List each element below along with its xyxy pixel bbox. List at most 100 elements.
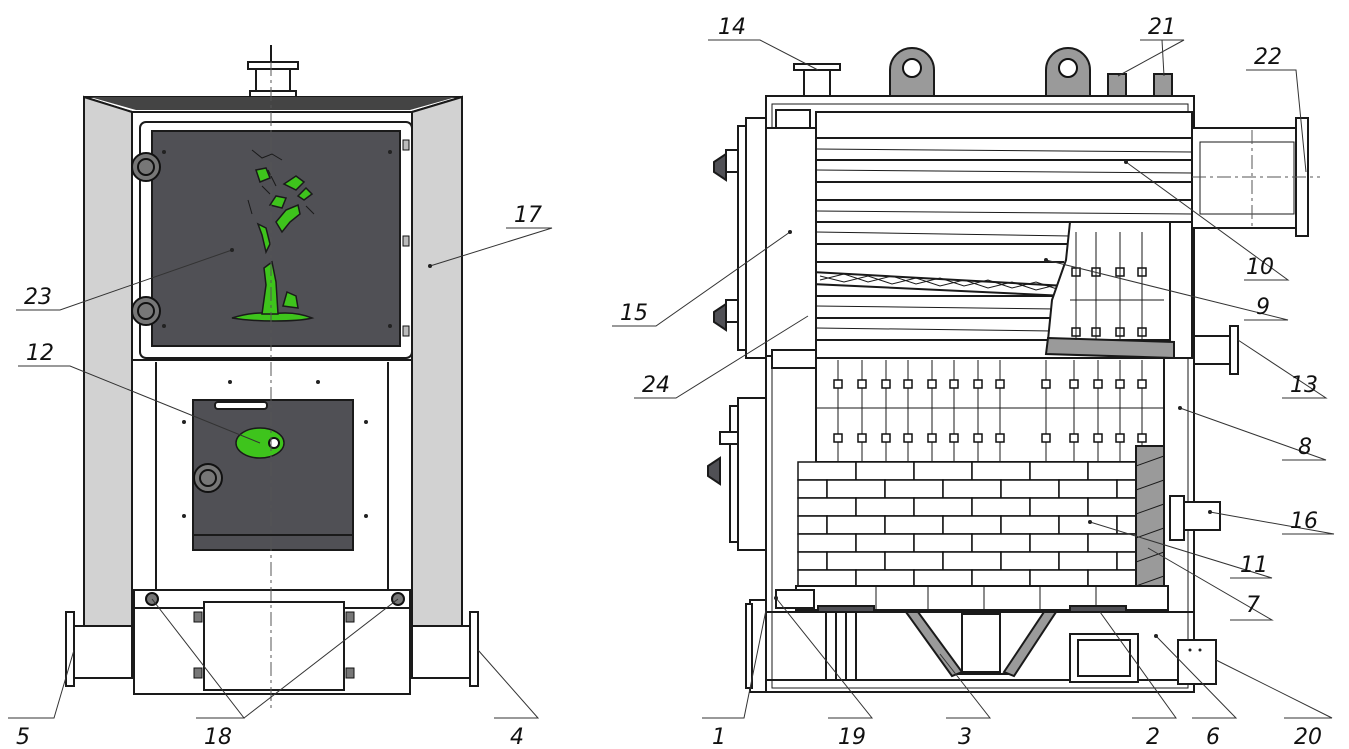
callout-20: 20 bbox=[1294, 725, 1322, 749]
callout-23: 23 bbox=[24, 285, 52, 310]
tube-node bbox=[1093, 379, 1103, 389]
tube-node bbox=[881, 433, 891, 443]
tube-node bbox=[903, 433, 913, 443]
callout-3: 3 bbox=[958, 725, 972, 749]
callout-9: 9 bbox=[1256, 295, 1270, 320]
side-door-handle-lower bbox=[713, 299, 739, 332]
brick bbox=[971, 497, 1031, 517]
control-box bbox=[1177, 639, 1217, 685]
tube-node bbox=[927, 379, 937, 389]
brick bbox=[855, 461, 915, 481]
callout-13: 13 bbox=[1290, 373, 1318, 398]
callout-2: 2 bbox=[1146, 725, 1160, 749]
water-tubes bbox=[833, 267, 1147, 462]
tube-node bbox=[833, 433, 843, 443]
tube-node bbox=[857, 379, 867, 389]
side-panel-right bbox=[411, 95, 463, 646]
tube-node bbox=[833, 379, 843, 389]
side-view bbox=[707, 47, 1320, 693]
tube-node bbox=[1069, 379, 1079, 389]
brick bbox=[1058, 515, 1118, 535]
tube-node bbox=[949, 433, 959, 443]
tube-node bbox=[973, 379, 983, 389]
tube-node bbox=[1069, 433, 1079, 443]
brick bbox=[855, 533, 915, 553]
insulation-wall bbox=[1135, 445, 1165, 611]
tube-node bbox=[857, 433, 867, 443]
brick bbox=[1116, 551, 1139, 571]
tube-node bbox=[1041, 379, 1051, 389]
callout-10: 10 bbox=[1246, 255, 1274, 280]
tube-node bbox=[973, 433, 983, 443]
brick bbox=[913, 461, 973, 481]
callout-8: 8 bbox=[1298, 435, 1312, 460]
tube-node bbox=[881, 379, 891, 389]
tube-node bbox=[903, 379, 913, 389]
brick bbox=[971, 533, 1031, 553]
brick bbox=[1116, 479, 1139, 499]
brick bbox=[826, 479, 886, 499]
tube-node bbox=[995, 433, 1005, 443]
callout-24: 24 bbox=[642, 373, 670, 398]
callout-1: 1 bbox=[712, 725, 726, 749]
flue-outlet bbox=[1191, 127, 1297, 229]
callout-5: 5 bbox=[16, 725, 30, 749]
tube-node bbox=[949, 379, 959, 389]
divider-plate bbox=[1044, 336, 1175, 360]
callout-18: 18 bbox=[204, 725, 232, 749]
tube-node bbox=[1115, 379, 1125, 389]
brick bbox=[1058, 551, 1118, 571]
tube-node bbox=[1093, 433, 1103, 443]
fireclay-lining bbox=[797, 461, 1139, 589]
side-door-handle-upper bbox=[713, 149, 739, 182]
callout-17: 17 bbox=[514, 203, 542, 228]
tube-node bbox=[995, 379, 1005, 389]
brick bbox=[1029, 497, 1089, 517]
callout-15: 15 bbox=[620, 301, 648, 326]
brick bbox=[1000, 479, 1060, 499]
brick bbox=[1087, 497, 1139, 517]
callout-16: 16 bbox=[1290, 509, 1318, 534]
side-panel-left bbox=[83, 95, 133, 646]
brick bbox=[797, 533, 857, 553]
callout-6: 6 bbox=[1206, 725, 1220, 749]
door-handle-middle bbox=[193, 463, 223, 493]
callout-14: 14 bbox=[718, 15, 746, 40]
callout-7: 7 bbox=[1246, 593, 1260, 618]
brick bbox=[884, 515, 944, 535]
brick bbox=[855, 497, 915, 517]
brick bbox=[884, 479, 944, 499]
callout-22: 22 bbox=[1254, 45, 1282, 70]
brick bbox=[797, 551, 828, 571]
callout-21: 21 bbox=[1148, 15, 1176, 40]
callout-11: 11 bbox=[1240, 553, 1268, 578]
tube-node bbox=[927, 433, 937, 443]
front-view bbox=[65, 45, 479, 710]
brick bbox=[826, 515, 886, 535]
brick bbox=[1058, 479, 1118, 499]
brick bbox=[884, 551, 944, 571]
brick bbox=[797, 515, 828, 535]
callout-19: 19 bbox=[838, 725, 866, 749]
door-handle-lower bbox=[131, 296, 161, 326]
brick bbox=[1000, 551, 1060, 571]
brick bbox=[797, 461, 857, 481]
callout-labels: 1 2 3 4 5 6 7 8 9 10 11 12 13 14 15 16 1… bbox=[16, 15, 1322, 749]
brick bbox=[826, 551, 886, 571]
brick bbox=[1029, 461, 1089, 481]
brick bbox=[942, 515, 1002, 535]
callout-4: 4 bbox=[510, 725, 524, 749]
door-handle-upper bbox=[131, 152, 161, 182]
tube-node bbox=[1115, 433, 1125, 443]
side-door-handle-middle bbox=[707, 456, 721, 486]
brick bbox=[1000, 515, 1060, 535]
brick bbox=[942, 479, 1002, 499]
brick bbox=[942, 551, 1002, 571]
brick bbox=[797, 479, 828, 499]
brick bbox=[1087, 533, 1139, 553]
brick bbox=[913, 533, 973, 553]
brick bbox=[1087, 461, 1139, 481]
tube-node bbox=[1041, 433, 1051, 443]
brick bbox=[1029, 533, 1089, 553]
tube-node bbox=[1137, 379, 1147, 389]
